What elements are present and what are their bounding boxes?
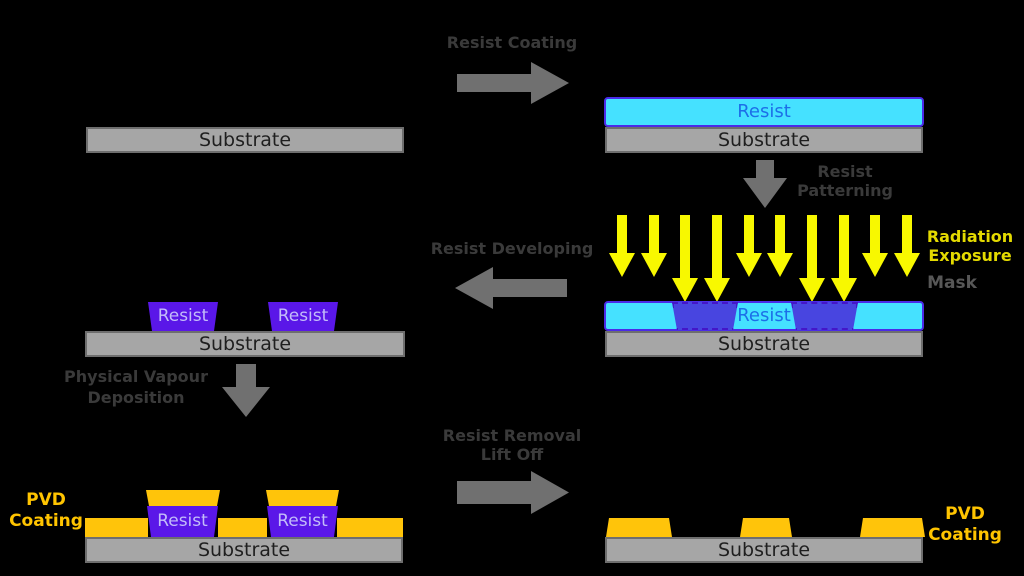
resist-block: Resist	[267, 506, 338, 537]
substrate-bar-step3: Substrate	[605, 331, 923, 357]
resist-label: Resist	[157, 306, 209, 326]
resist-layer-step2: Resist	[604, 97, 924, 127]
resist-block: Resist	[268, 302, 338, 331]
pvd-arrow-down-icon	[222, 364, 270, 417]
pvd-film-segment	[218, 518, 267, 537]
substrate-bar-step4: Substrate	[85, 331, 405, 357]
substrate-bar-step1: Substrate	[86, 127, 404, 153]
mask-label: Mask	[920, 273, 984, 294]
exposed-resist-region	[672, 302, 738, 330]
resist-label: Resist	[277, 511, 328, 531]
resist-patterning-arrow-down-icon	[743, 160, 787, 208]
pvd-pad	[740, 518, 792, 537]
pvd-coating-right-label: PVD Coating	[925, 504, 1005, 546]
substrate-bar-step6: Substrate	[605, 537, 923, 563]
substrate-label: Substrate	[717, 538, 811, 561]
pvd-coating-text-line2: Coating	[928, 525, 1002, 545]
resist-label: Resist	[737, 305, 791, 326]
radiation-arrow-icon	[831, 215, 857, 302]
resist-label: Resist	[737, 101, 791, 122]
substrate-bar-step2: Substrate	[605, 127, 923, 153]
resist-developing-text: Resist Developing	[430, 239, 594, 258]
liftoff-label: Resist Removal Lift Off	[412, 426, 612, 464]
radiation-exposure-label: Radiation Exposure	[920, 227, 1020, 265]
radiation-arrow-icon	[704, 215, 730, 302]
liftoff-arrow-right-icon	[457, 471, 569, 514]
radiation-arrow-icon	[767, 215, 793, 277]
resist-patterning-text-line2: Patterning	[797, 181, 893, 200]
substrate-label: Substrate	[198, 332, 292, 355]
radiation-arrow-icon	[894, 215, 920, 277]
pvd-film-segment	[337, 518, 403, 537]
pvd-coating-left-label: PVD Coating	[6, 490, 86, 532]
pvd-text-line2: Deposition	[87, 388, 185, 407]
pvd-coating-text-line1: PVD	[26, 490, 66, 510]
pvd-label: Physical Vapour Deposition	[36, 366, 236, 408]
radiation-arrow-icon	[672, 215, 698, 302]
radiation-arrow-icon	[609, 215, 635, 277]
pvd-cap	[146, 490, 220, 506]
resist-label: Resist	[157, 511, 208, 531]
pvd-film-segment	[85, 518, 148, 537]
substrate-bar-step5: Substrate	[85, 537, 403, 563]
radiation-exposure-text-line1: Radiation	[926, 227, 1014, 246]
exposed-resist-region	[791, 302, 858, 330]
substrate-label: Substrate	[198, 128, 292, 151]
resist-label: Resist	[277, 306, 329, 326]
substrate-label: Substrate	[197, 538, 291, 561]
pvd-cap	[266, 490, 339, 506]
mask-text: Mask	[927, 273, 977, 293]
resist-developing-arrow-left-icon	[455, 267, 567, 309]
liftoff-text-line2: Lift Off	[480, 445, 544, 464]
resist-patterning-text-line1: Resist	[817, 162, 873, 181]
radiation-arrow-icon	[641, 215, 667, 277]
liftoff-text-line1: Resist Removal	[442, 426, 582, 445]
resist-patterning-label: Resist Patterning	[785, 162, 905, 200]
radiation-arrow-icon	[736, 215, 762, 277]
resist-coating-arrow-right-icon	[457, 62, 569, 104]
resist-developing-label: Resist Developing	[412, 239, 612, 258]
resist-coating-text: Resist Coating	[446, 33, 578, 52]
pvd-coating-text-line1: PVD	[945, 504, 985, 524]
radiation-arrow-icon	[799, 215, 825, 302]
resist-coating-label: Resist Coating	[417, 33, 607, 52]
substrate-label: Substrate	[717, 128, 811, 151]
substrate-label: Substrate	[717, 332, 811, 355]
radiation-exposure-text-line2: Exposure	[928, 246, 1012, 265]
resist-layer-step3: Resist	[604, 301, 924, 331]
resist-block: Resist	[148, 302, 218, 331]
pvd-pad	[606, 518, 672, 537]
radiation-arrow-icon	[862, 215, 888, 277]
pvd-coating-text-line2: Coating	[9, 511, 83, 531]
pvd-pad	[860, 518, 925, 537]
resist-block: Resist	[147, 506, 218, 537]
pvd-text-line1: Physical Vapour	[64, 367, 208, 386]
